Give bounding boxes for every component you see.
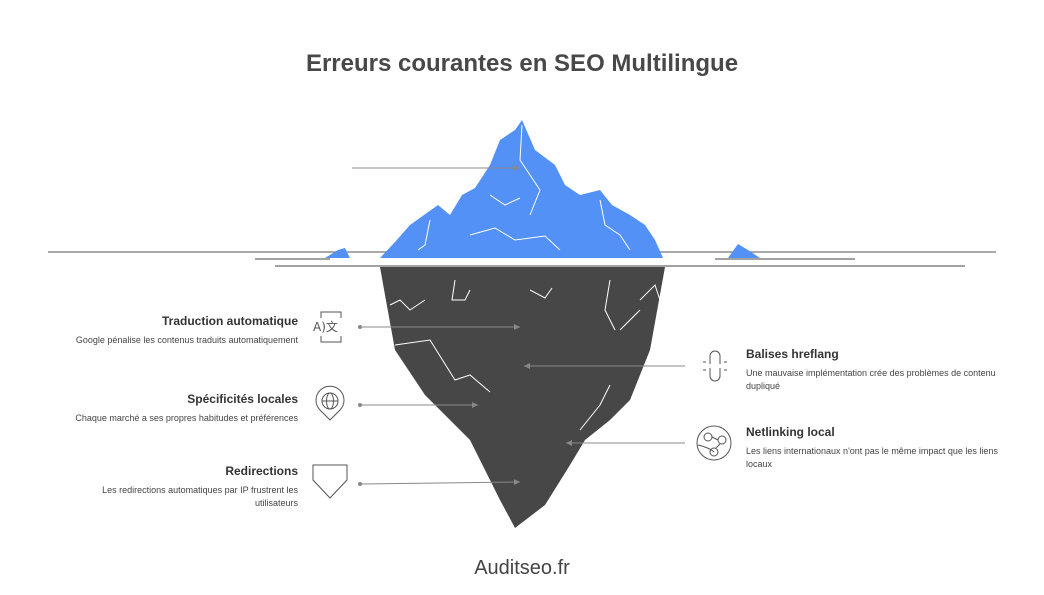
item-specificites: Spécificités locales Chaque marché a ses…: [38, 392, 298, 425]
footer-brand: Auditseo.fr: [474, 557, 570, 579]
item-title: Netlinking local: [746, 425, 835, 439]
item-title: Redirections: [225, 464, 298, 478]
item-description: Chaque marché a ses propres habitudes et…: [75, 413, 298, 423]
item-netlinking: Netlinking local Les liens internationau…: [746, 425, 1001, 471]
small-ice-left: [325, 248, 350, 258]
shield-icon: [312, 464, 348, 499]
iceberg-below-water: [380, 267, 665, 528]
item-description: Les redirections automatiques par IP fru…: [102, 485, 298, 508]
globe-pin-icon: [315, 385, 345, 421]
item-title: Spécificités locales: [187, 392, 298, 406]
network-globe-icon: [696, 425, 732, 461]
item-description: Google pénalise les contenus traduits au…: [75, 335, 298, 345]
item-redirections: Redirections Les redirections automatiqu…: [38, 464, 298, 510]
item-description: Une mauvaise implémentation crée des pro…: [746, 368, 996, 391]
arrow-redirections: [359, 479, 521, 486]
svg-text:A)文: A)文: [313, 319, 338, 334]
item-hreflang: Balises hreflang Une mauvaise implémenta…: [746, 347, 1001, 393]
page-title: Erreurs courantes en SEO Multilingue: [305, 50, 739, 77]
translate-phone-icon: A)文: [313, 311, 342, 343]
item-title: Balises hreflang: [746, 347, 839, 361]
item-traduction: Traduction automatique Google pénalise l…: [38, 314, 298, 347]
iceberg-above-water: [380, 120, 663, 258]
item-title: Traduction automatique: [161, 314, 298, 328]
small-ice-right: [728, 244, 760, 258]
item-description: Les liens internationaux n'ont pas le mê…: [746, 446, 998, 469]
broken-link-icon: [703, 350, 727, 382]
